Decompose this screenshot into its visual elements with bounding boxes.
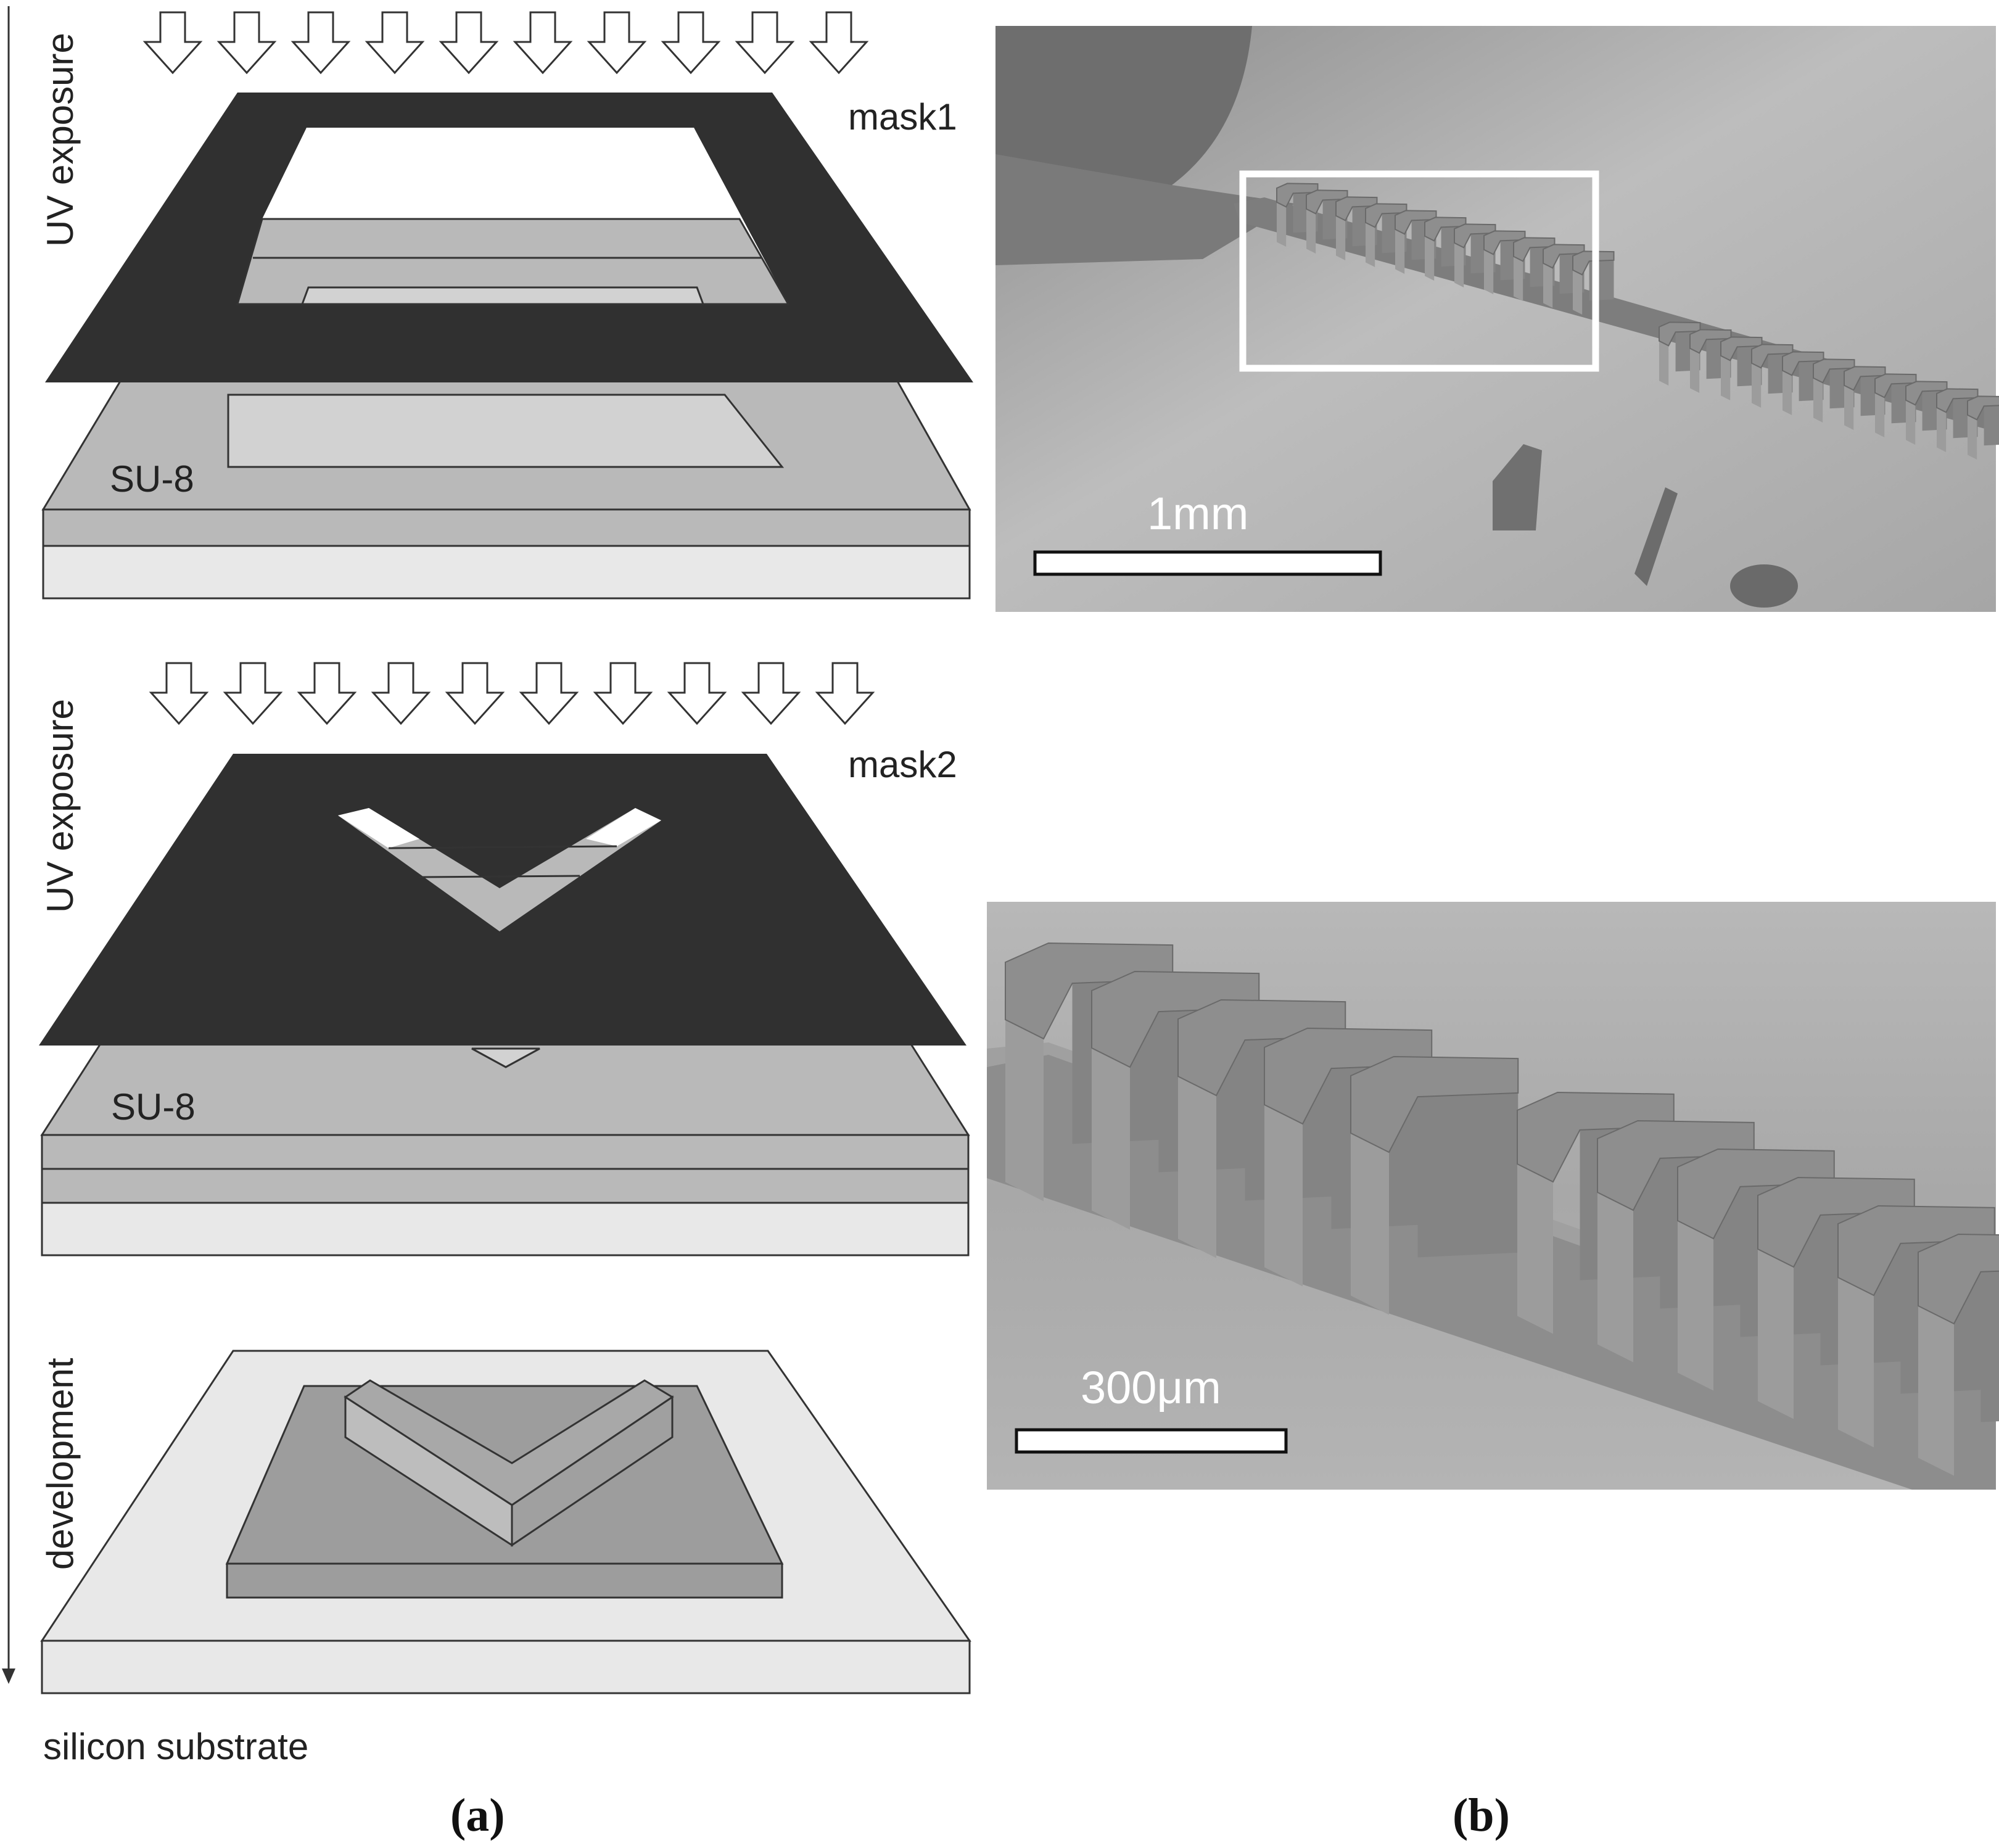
step1-uv-arrows [142,11,869,75]
sem-closeup-pillars [1005,942,1999,1476]
step1-uv-arrow-icon [142,11,203,75]
step2-su8-label: SU-8 [111,1086,196,1128]
step1-uv-arrow-icon [661,11,721,75]
step2-uv-arrow-icon [223,662,283,725]
step2-uv-exposure: SU-8 mask2 UV exposure [39,662,970,1256]
mask2-label: mask2 [848,744,957,785]
step1-exposed-region [227,394,785,468]
step1-uv-arrow-icon [513,11,573,75]
step2-exposed-region [471,1047,540,1068]
sem-closeup-image: 300μm [987,902,1999,1490]
process-timeline-arrow [2,6,15,1684]
panel-a-process-diagram: SU-8 mask1 UV exposure [2,6,973,1841]
step1-uv-exposure: SU-8 mask1 UV exposure [39,11,973,600]
step2-uv-arrow-icon [445,662,505,725]
step2-uv-arrow-icon [519,662,579,725]
sem-overview-pillars [1276,183,1999,460]
mask1-label: mask1 [848,96,957,138]
step1-uv-arrow-icon [735,11,795,75]
sem-closeup-pillar [1918,1233,1999,1476]
step2-uv-arrow-icon [371,662,431,725]
step3-chevron-structure [344,1379,674,1547]
sem-closeup-pillar [1350,1055,1519,1315]
sem-overview-pillar [1967,395,1999,460]
step2-side-label: UV exposure [39,699,81,913]
step1-uv-arrow-icon [587,11,647,75]
step2-uv-arrow-icon [741,662,801,725]
step1-su8-layer [41,380,971,547]
sem-closeup-scale-label: 300μm [1081,1362,1221,1413]
step1-uv-arrow-icon [216,11,277,75]
step1-substrate [42,545,971,600]
step3-development: development [39,1350,971,1694]
step1-uv-arrow-icon [809,11,869,75]
sem-closeup-scale-bar: 300μm [1015,1362,1288,1454]
step1-uv-arrow-icon [439,11,499,75]
panel-a-label: (a) [450,1789,505,1841]
sem-overview-scale-bar: 1mm [1033,488,1382,576]
step2-uv-arrows [149,662,875,725]
step2-uv-arrow-icon [149,662,209,725]
step1-uv-arrow-icon [365,11,425,75]
step2-su8-layers [40,1017,970,1204]
step2-substrate [41,1202,970,1256]
mask1-opening [262,128,740,219]
sem-overview-image: 1mm [995,26,1999,612]
mask1 [45,93,973,382]
sem-overview-pillar [1936,388,1979,452]
sem-zoom-region-box [1239,170,1599,372]
step1-su8-label: SU-8 [110,458,194,500]
panel-b-sem-images: 1mm 300μm (b) [987,26,1999,1841]
substrate-label: silicon substrate [43,1726,308,1767]
sem-overview-scale-label: 1mm [1147,488,1248,539]
step2-uv-arrow-icon [815,662,875,725]
step3-side-label: development [39,1358,81,1570]
panel-b-label: (b) [1453,1789,1510,1841]
step2-uv-arrow-icon [593,662,653,725]
step1-uv-arrow-icon [291,11,351,75]
step1-side-label: UV exposure [39,33,81,247]
mask2 [39,754,967,1046]
step2-uv-arrow-icon [297,662,357,725]
sem-overview-pillar [1483,230,1526,294]
step2-uv-arrow-icon [667,662,727,725]
